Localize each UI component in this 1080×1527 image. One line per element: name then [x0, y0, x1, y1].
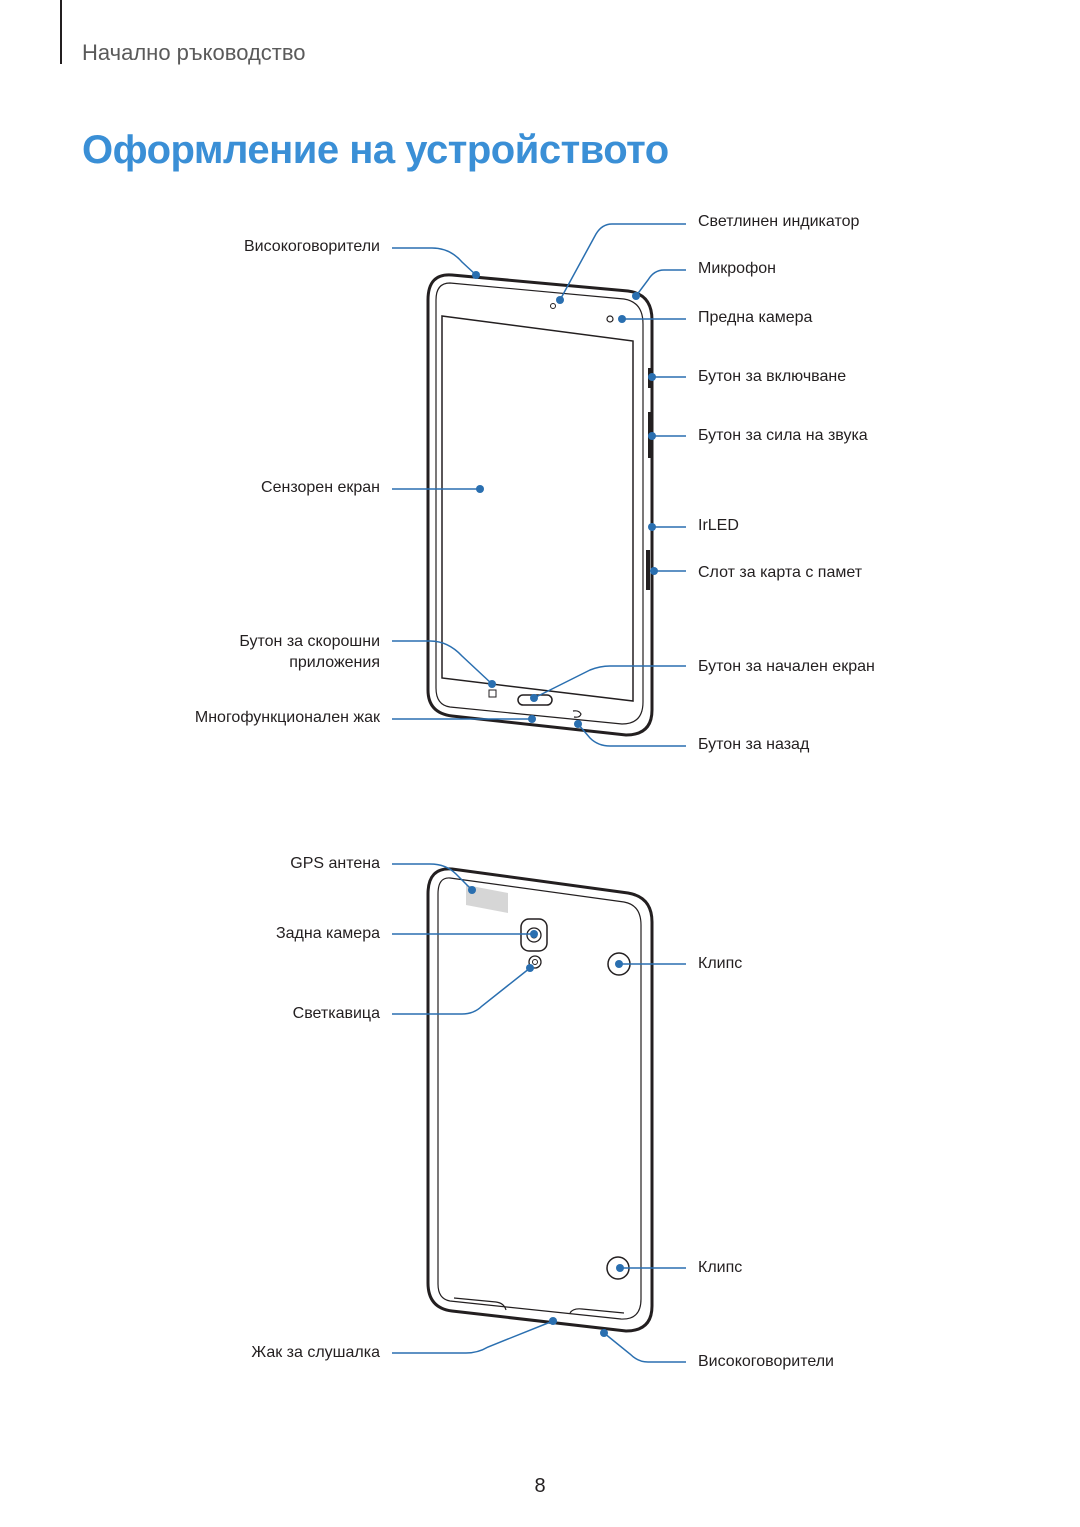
label-recent-apps-line2: приложения: [289, 654, 380, 671]
label-front-camera: Предна камера: [698, 309, 813, 326]
label-home-button: Бутон за начален екран: [698, 658, 875, 675]
label-speakers-front: Високоговорители: [244, 238, 380, 255]
label-clip-top: Клипс: [698, 955, 743, 972]
label-irled: IrLED: [698, 517, 739, 534]
rear-camera-lens: [526, 927, 542, 943]
label-touch-screen: Сензорен екран: [261, 479, 380, 496]
page-title: Оформление на устройството: [82, 128, 669, 172]
label-recent-apps-line1: Бутон за скорошни: [239, 633, 380, 650]
label-microphone: Микрофон: [698, 260, 776, 277]
label-volume-button: Бутон за сила на звука: [698, 427, 868, 444]
back-view: [426, 867, 654, 1333]
flash-core: [532, 959, 538, 965]
back-callouts: [392, 863, 686, 1363]
label-gps-antenna: GPS антена: [290, 855, 380, 872]
label-clip-bottom: Клипс: [698, 1259, 743, 1276]
back-body-outline: [426, 867, 654, 1333]
front-body-outline: [426, 273, 654, 737]
front-camera-lens: [606, 315, 614, 323]
front-callout-dots: [472, 271, 658, 728]
rear-camera-housing: [520, 918, 548, 952]
page-number: 8: [534, 1475, 546, 1497]
label-back-button: Бутон за назад: [698, 736, 810, 753]
back-icon-arrow: [572, 710, 582, 718]
label-speakers-back: Високоговорители: [698, 1353, 834, 1370]
label-rear-camera: Задна камера: [275, 925, 380, 942]
front-inner-edge: [435, 282, 644, 725]
label-memory-card-slot: Слот за карта с памет: [698, 564, 863, 581]
gps-antenna-panel: [466, 885, 508, 913]
label-power-button: Бутон за включване: [698, 368, 847, 385]
label-light-sensor: Светлинен индикатор: [698, 213, 860, 230]
label-headset-jack: Жак за слушалка: [251, 1344, 380, 1361]
bottom-notch-right: [569, 1308, 625, 1314]
flash-ring: [528, 955, 542, 969]
section-rule: [60, 0, 62, 64]
card-slot: [646, 550, 650, 590]
label-multipurpose-jack: Многофункционален жак: [194, 709, 380, 726]
label-flash: Светкавица: [292, 1005, 380, 1022]
bottom-notch-left: [453, 1297, 507, 1311]
light-sensor-dot: [550, 303, 556, 309]
back-callout-dots: [468, 886, 624, 1337]
recent-apps-icon: [488, 689, 497, 698]
front-callouts: [392, 223, 686, 747]
back-inner-edge: [437, 877, 642, 1320]
section-title: Начално ръководство: [82, 40, 306, 65]
front-screen: [441, 315, 634, 702]
